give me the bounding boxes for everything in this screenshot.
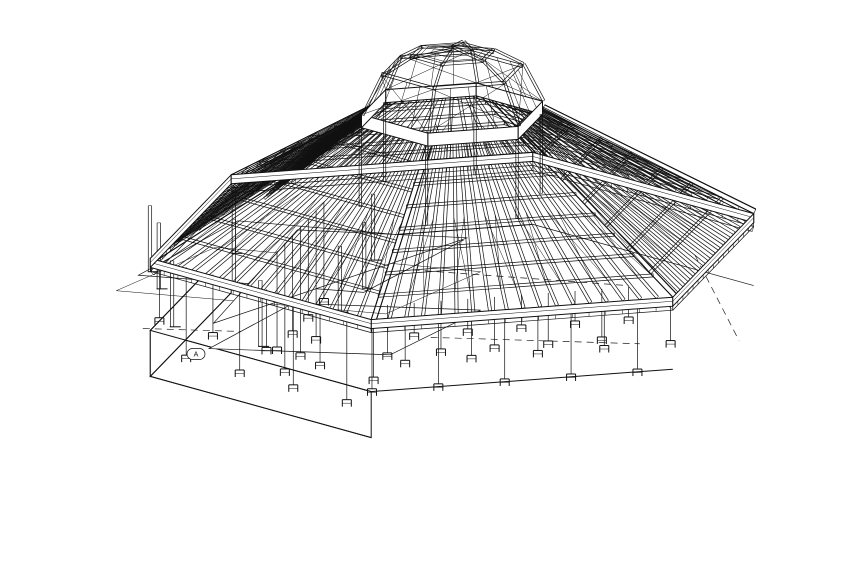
grid-marker-group: A [186,348,206,360]
grid-marker-a: A [186,348,206,360]
eave-beams-group [149,151,755,330]
right-wing-roof-group [150,115,677,333]
grid-marker-label: A [194,351,199,358]
hanger-rods-group [154,202,676,407]
hexagonal-lantern-group [358,39,546,226]
